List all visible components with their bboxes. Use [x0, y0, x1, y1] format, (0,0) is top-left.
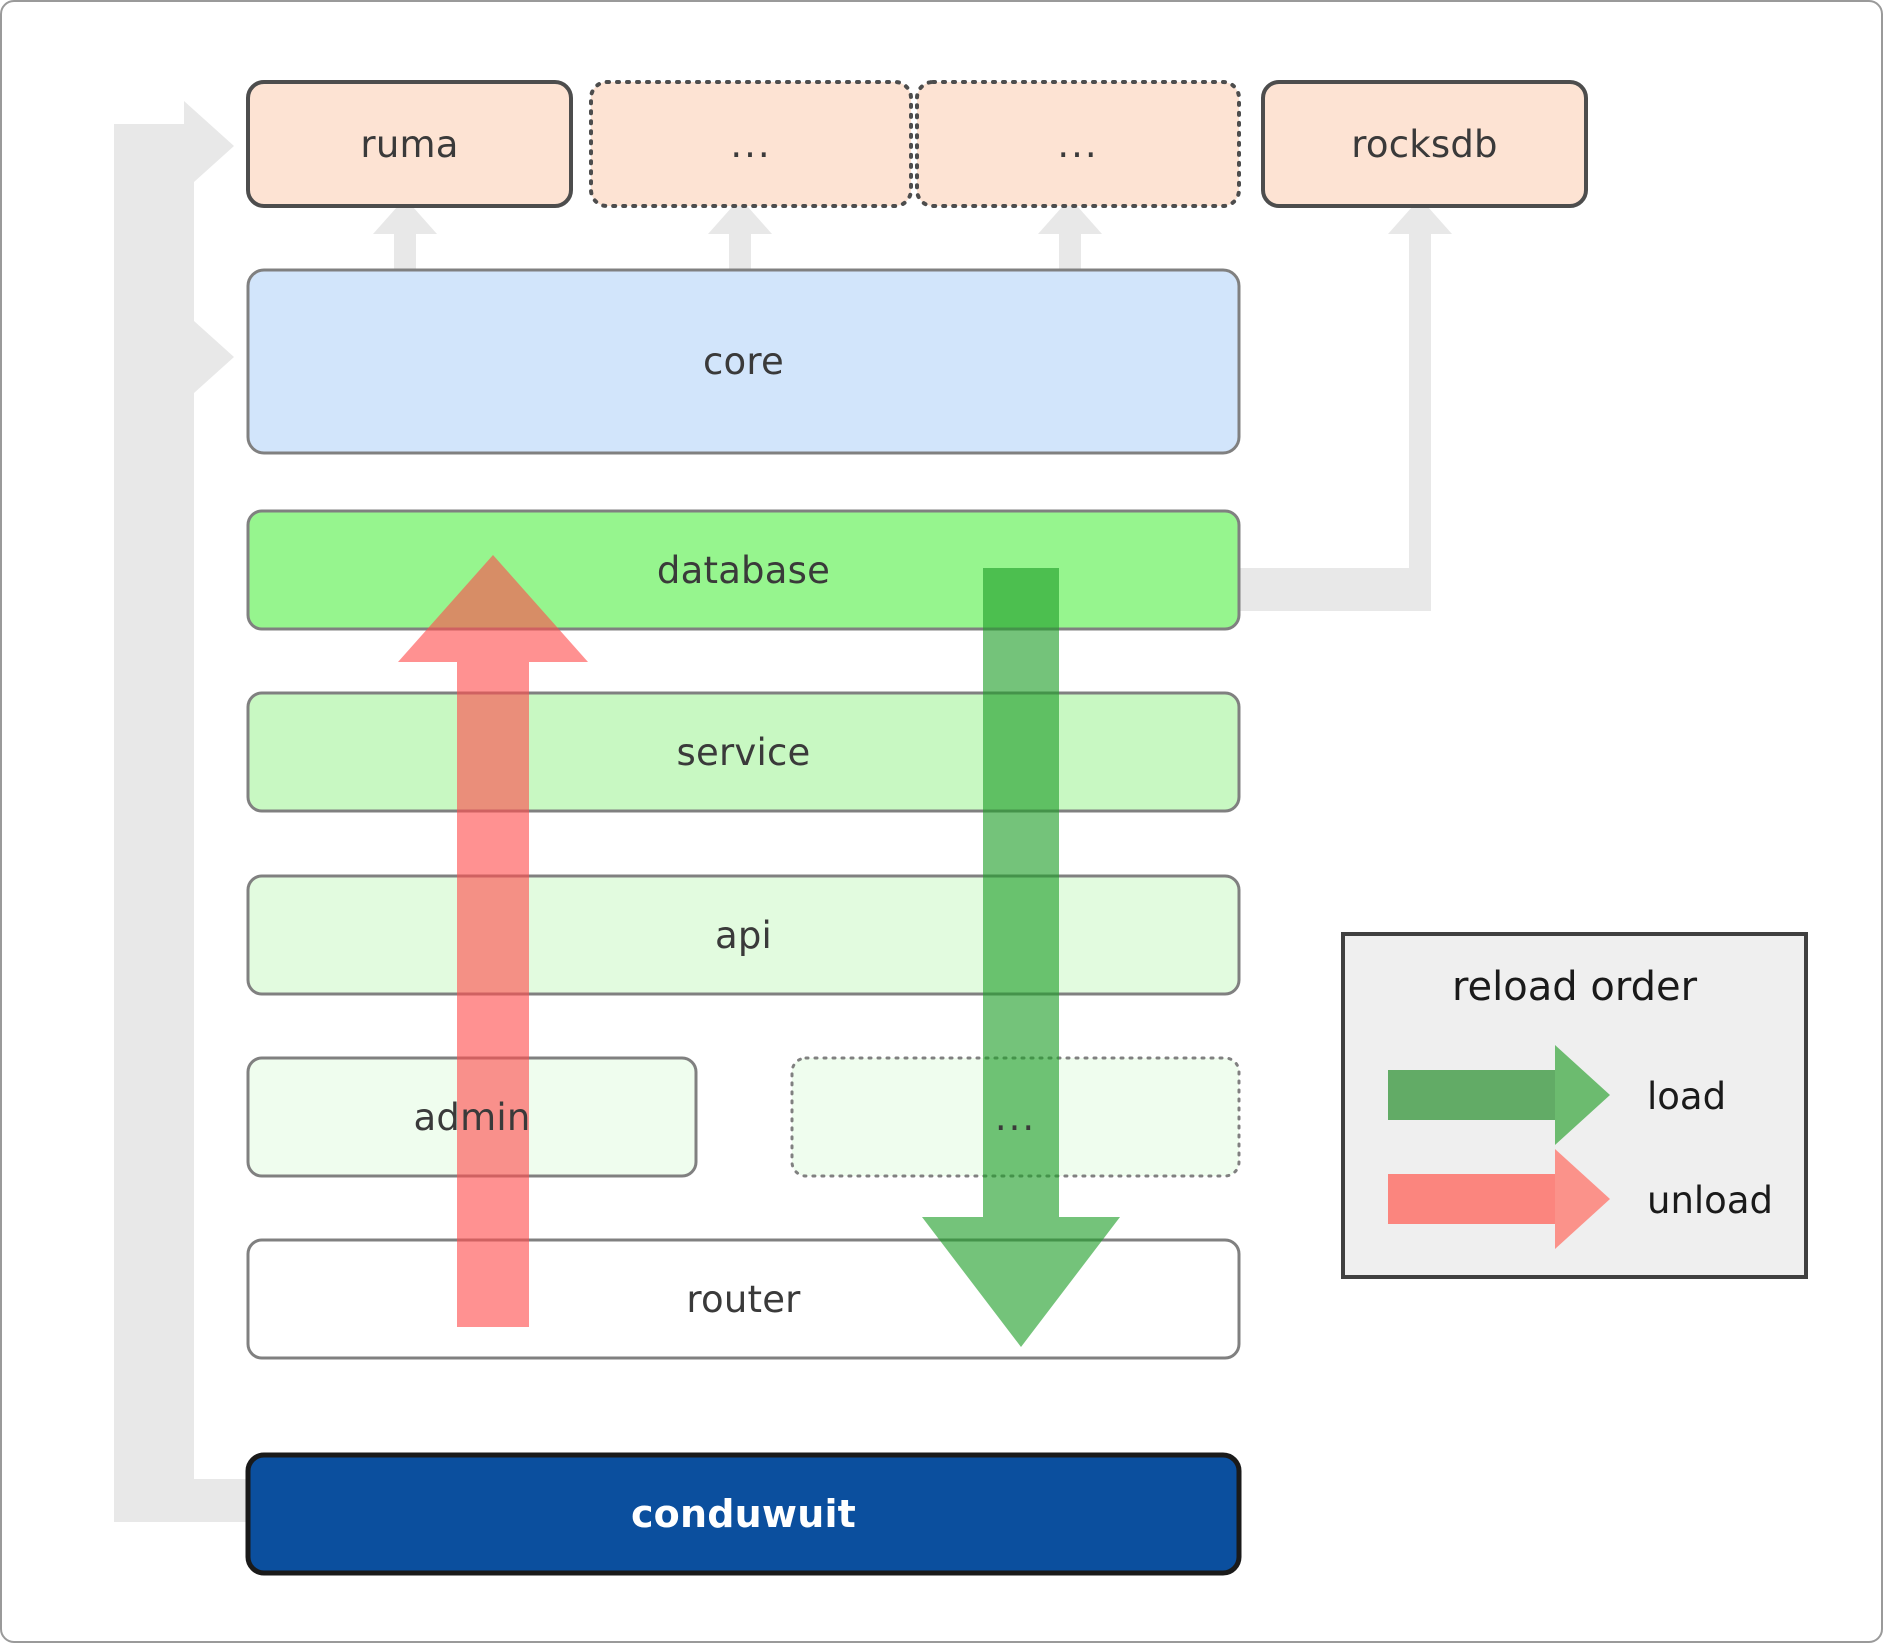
root-binary-box[interactable] — [245, 1452, 1242, 1576]
legend-label-unload: unload — [1647, 1179, 1773, 1222]
legend-label-load: load — [1647, 1075, 1727, 1118]
external-box-more-external-b[interactable] — [915, 80, 1241, 208]
legend-load-arrow — [1388, 1045, 1610, 1145]
connector-stub-root — [114, 1479, 247, 1522]
connector-arrow-to-ruma — [114, 101, 234, 191]
load-arrow-shape — [922, 568, 1120, 1347]
layer-box-database[interactable] — [246, 509, 1241, 631]
connector-arrow-up-ruma — [373, 198, 437, 272]
legend-load-arrow-tail — [1388, 1070, 1555, 1120]
connector-arrow-to-core — [114, 312, 234, 402]
connector-db-rocksdb-path — [1229, 198, 1452, 611]
layer-box-service[interactable] — [246, 691, 1241, 813]
layer-box-api[interactable] — [246, 874, 1241, 996]
layer-box-router[interactable] — [246, 1238, 1241, 1360]
connector-arrow-up-ext-a — [708, 198, 772, 272]
legend-unload-arrow-tail — [1388, 1174, 1555, 1224]
flow-arrow-load — [922, 568, 1120, 1347]
external-box-ruma[interactable] — [246, 80, 573, 208]
connector-conduwuit-to-crates — [114, 101, 247, 1522]
external-box-more-external-a[interactable] — [589, 80, 913, 208]
connector-trunk — [114, 135, 194, 1522]
external-box-rocksdb[interactable] — [1261, 80, 1588, 208]
legend-unload-arrow — [1388, 1149, 1610, 1249]
flow-arrow-unload — [398, 555, 588, 1327]
external-crates-group — [246, 80, 1588, 208]
legend-group — [1341, 932, 1808, 1279]
connector-core-to-externals — [373, 198, 1102, 272]
layer-box-core[interactable] — [246, 268, 1241, 455]
legend-title: reload order — [1451, 964, 1698, 1010]
connector-arrow-up-ext-b — [1038, 198, 1102, 272]
unload-arrow-shape — [398, 555, 588, 1327]
connector-database-to-rocksdb — [1229, 198, 1452, 611]
